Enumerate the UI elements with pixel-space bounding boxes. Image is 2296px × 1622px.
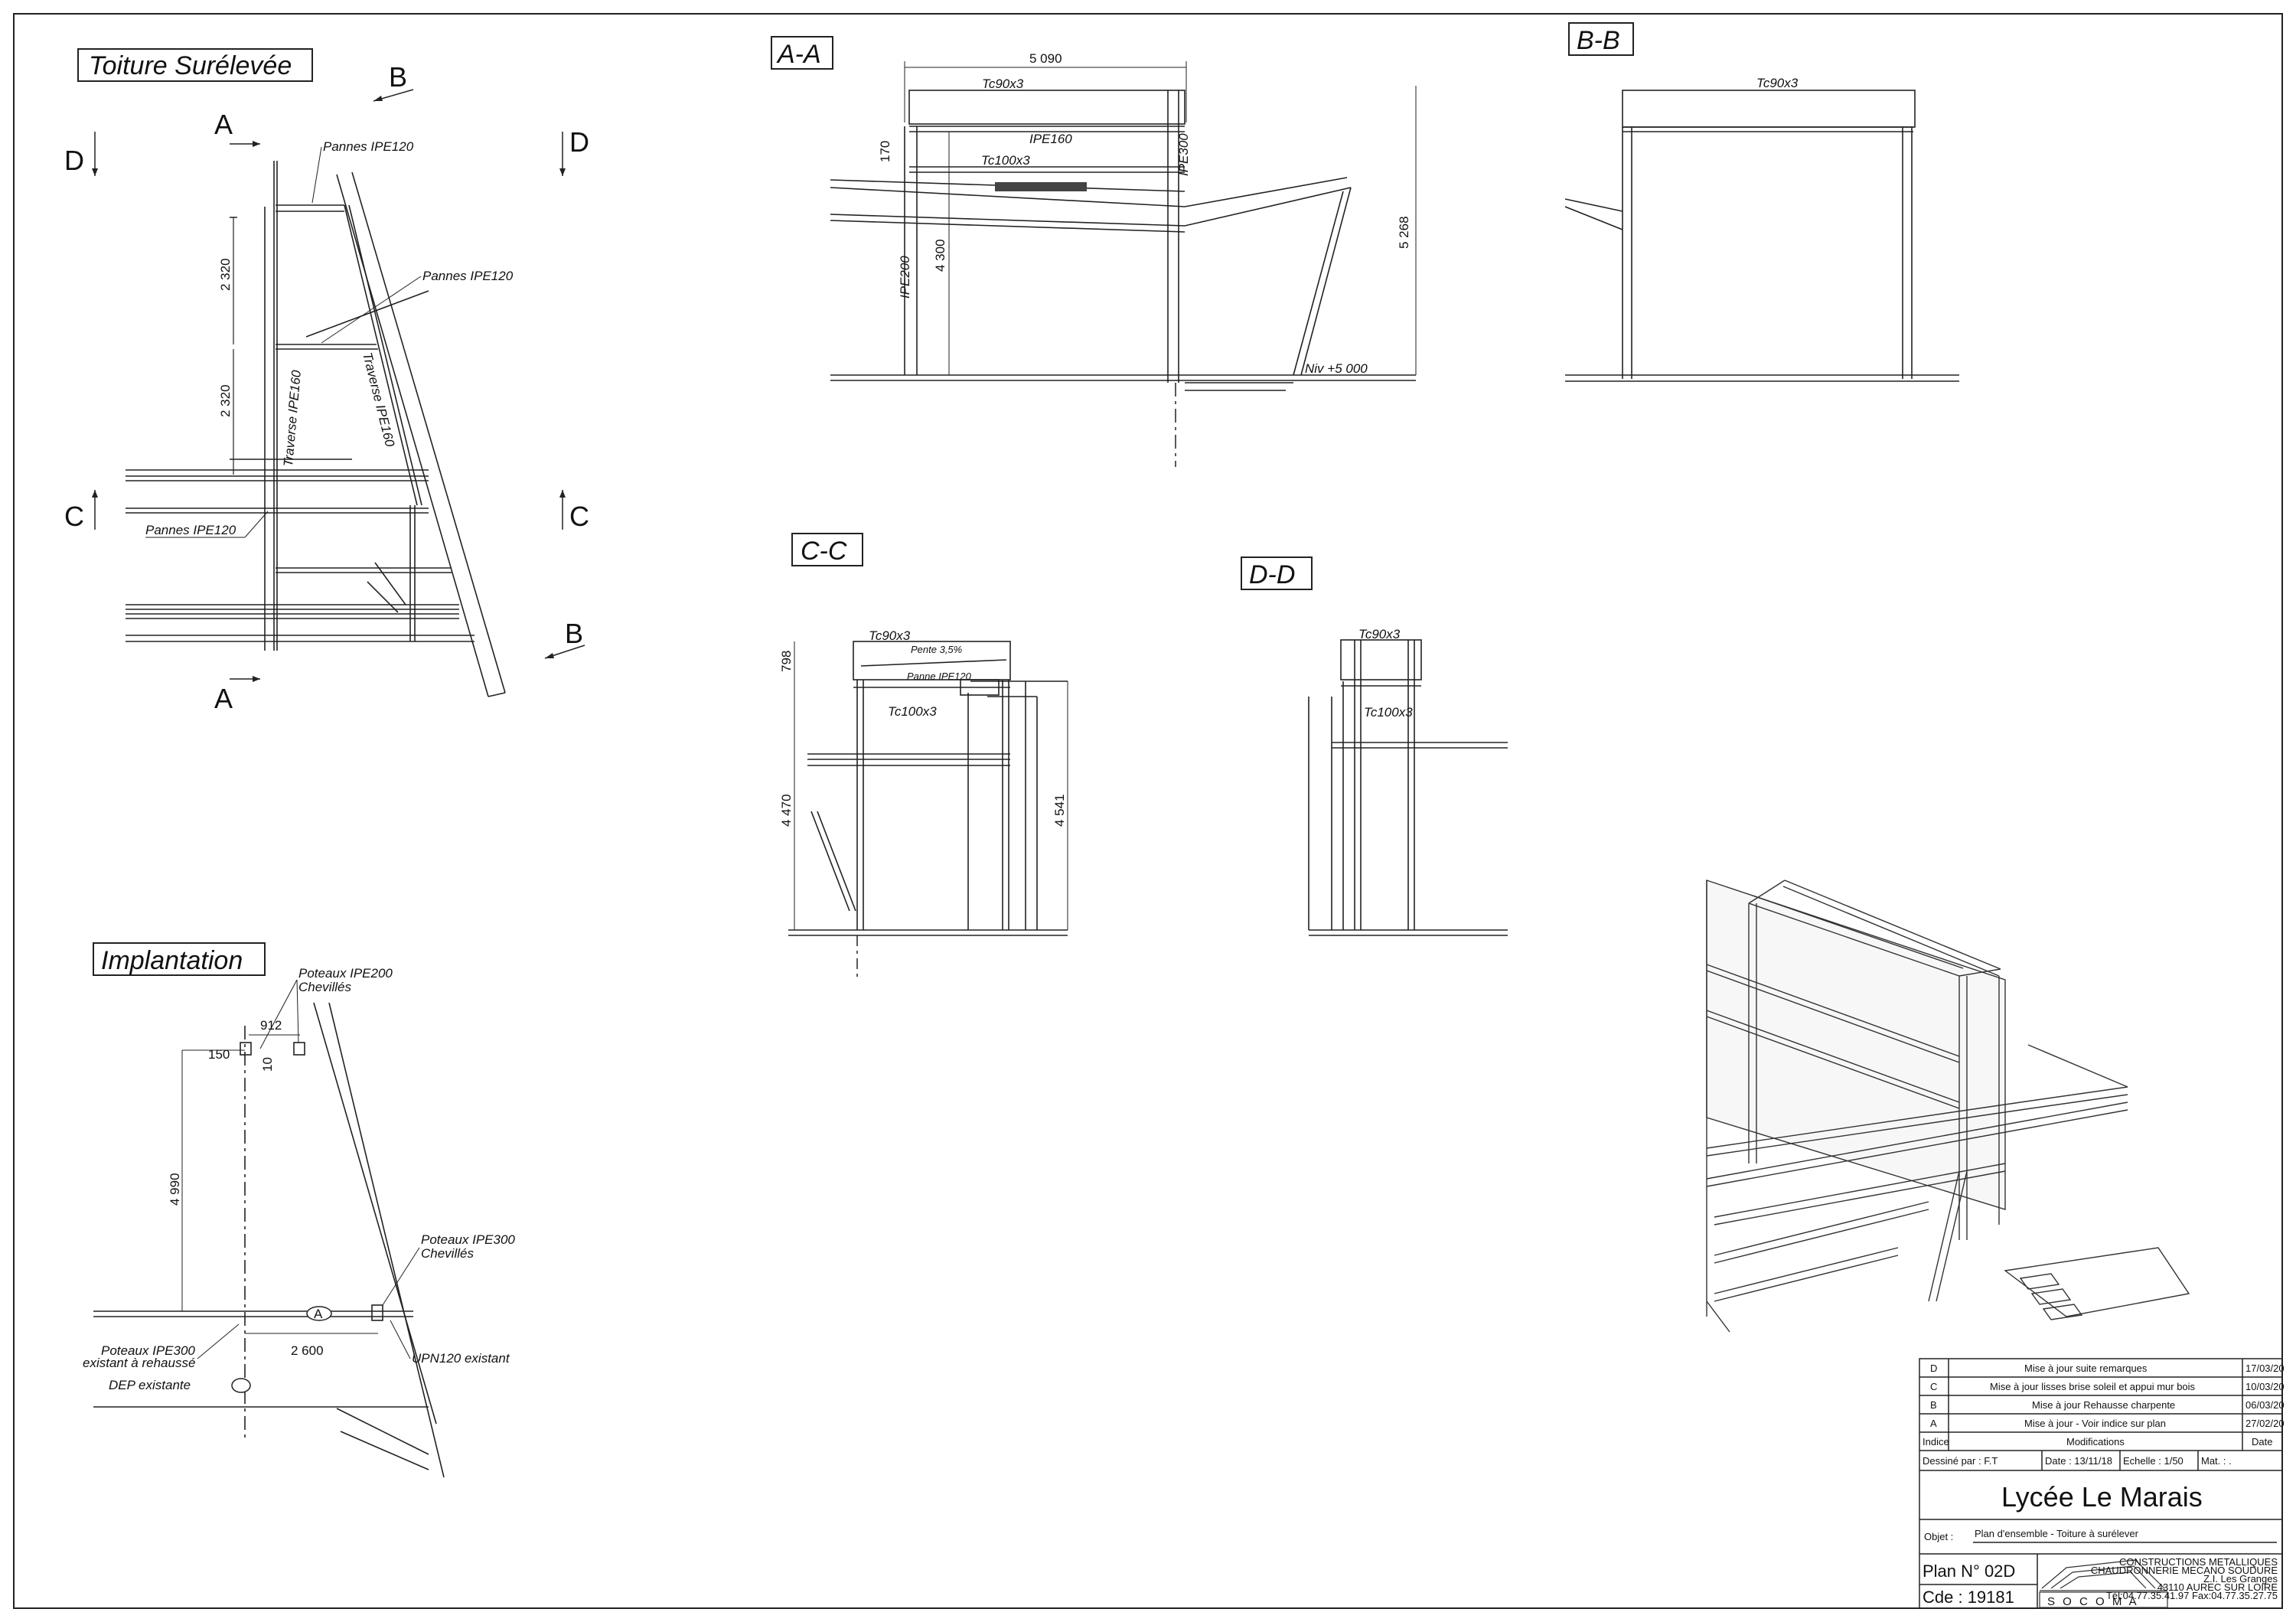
dd-label-tc100: Tc100x3	[1364, 705, 1413, 720]
aa-label-ipe300: IPE300	[1176, 133, 1191, 176]
implantation-title: Implantation	[101, 946, 243, 975]
cut-label-c-left: C	[64, 501, 84, 532]
aa-title: A-A	[776, 40, 821, 69]
plan-number: Plan N° 02D	[1923, 1562, 2015, 1581]
company-line-1: CHAUDRONNERIE MECANO SOUDURE	[2091, 1565, 2278, 1576]
cut-label-b-bottom: B	[565, 618, 583, 649]
impl-dim-2600: 2 600	[291, 1343, 324, 1358]
plan-view: Toiture Surélevée A B D D C C B A	[64, 48, 589, 714]
aa-dim-col: 4 300	[933, 239, 947, 272]
company-line-0: CONSTRUCTIONS METALLIQUES	[2119, 1556, 2278, 1568]
impl-dim-10: 10	[260, 1057, 275, 1072]
rev-index-1: C	[1930, 1381, 1937, 1392]
section-bb: B-B Tc90x3	[1564, 22, 1959, 382]
sheet-border	[13, 13, 2283, 1609]
bb-title: B-B	[1577, 26, 1620, 55]
object-label: Objet :	[1924, 1531, 1953, 1542]
aa-dim-top: 170	[878, 141, 892, 162]
aa-label-ipe200: IPE200	[898, 256, 912, 299]
aa-dim-height: 5 268	[1397, 216, 1411, 249]
title-block: D Mise à jour suite remarques 17/03/20 C…	[1919, 1358, 2285, 1609]
bb-label-tc90: Tc90x3	[1756, 76, 1799, 90]
dd-title: D-D	[1249, 560, 1295, 589]
section-cc: C-C Tc90x3 Pente 3,5% Panne IPE120 Tc100…	[779, 533, 1068, 980]
rev-text-3: Mise à jour - Voir indice sur plan	[2024, 1418, 2166, 1429]
rev-index-3: A	[1930, 1418, 1937, 1429]
order-number: Cde : 19181	[1923, 1588, 2014, 1607]
impl-label-existant-2: existant à rehaussé	[83, 1356, 195, 1370]
plan-label-pannes-3: Pannes IPE120	[145, 523, 236, 537]
company-line-2: Z.I. Les Granges	[2203, 1573, 2278, 1584]
impl-marker-a: A	[314, 1307, 323, 1321]
plan-label-pannes-2: Pannes IPE120	[422, 269, 514, 283]
cut-label-d-left: D	[64, 145, 84, 176]
cc-title: C-C	[801, 537, 847, 566]
company-line-4: Tél:04.77.35.41.97 Fax:04.77.35.27.75	[2106, 1590, 2278, 1601]
impl-label-upn: UPN120 existant	[412, 1351, 510, 1366]
company-line-3: 43110 AUREC SUR LOIRE	[2157, 1581, 2278, 1593]
cc-dim-right: 4 541	[1052, 794, 1067, 827]
cc-dim-left: 4 470	[779, 794, 794, 827]
drawn-by: Dessiné par : F.T	[1923, 1455, 1998, 1467]
project-name: Lycée Le Marais	[2001, 1481, 2203, 1513]
aa-label-tc90: Tc90x3	[982, 77, 1024, 91]
company-name: S O C O M A	[2047, 1595, 2139, 1608]
cc-dim-left-top: 798	[779, 651, 794, 672]
hdr-modifications: Modifications	[2066, 1436, 2125, 1447]
plan-label-traverse-1: Traverse IPE160	[281, 369, 304, 467]
rev-text-0: Mise à jour suite remarques	[2024, 1363, 2148, 1374]
section-aa: A-A 5 090 Tc90x3 170 4 300 5 268 IPE160 …	[771, 36, 1417, 467]
drawing-material: Mat. : .	[2201, 1455, 2232, 1467]
aa-label-level: Niv +5 000	[1305, 361, 1368, 376]
rev-index-0: D	[1930, 1363, 1937, 1374]
company-logo	[2039, 1559, 2168, 1608]
cut-label-c-right: C	[569, 501, 589, 532]
rev-date-0: 17/03/20	[2245, 1363, 2285, 1374]
isometric-view	[1703, 873, 2200, 1333]
impl-label-chevilles-1: Chevillés	[298, 980, 351, 994]
rev-text-2: Mise à jour Rehausse charpente	[2032, 1399, 2175, 1411]
cut-label-a-bottom: A	[214, 683, 233, 714]
section-dd: D-D Tc90x3 Tc100x3	[1241, 556, 1508, 936]
impl-label-existant-1: Poteaux IPE300	[101, 1343, 195, 1358]
hdr-indice: Indice	[1923, 1436, 1949, 1447]
cc-label-tc90: Tc90x3	[869, 628, 911, 643]
rev-index-2: B	[1930, 1399, 1937, 1411]
cc-label-tc100: Tc100x3	[888, 704, 937, 719]
impl-label-poteaux-300: Poteaux IPE300	[421, 1232, 515, 1247]
rev-text-1: Mise à jour lisses brise soleil et appui…	[1990, 1381, 2196, 1392]
aa-dim-width: 5 090	[1029, 51, 1062, 66]
hdr-date: Date	[2252, 1436, 2272, 1447]
rev-date-3: 27/02/20	[2245, 1418, 2285, 1429]
cut-label-b-top: B	[389, 61, 407, 93]
aa-label-tc100: Tc100x3	[981, 153, 1030, 168]
cut-label-a-top: A	[214, 109, 233, 140]
impl-label-poteaux-200: Poteaux IPE200	[298, 966, 393, 981]
plan-label-pannes-1: Pannes IPE120	[323, 139, 414, 154]
drawing-scale: Echelle : 1/50	[2123, 1455, 2183, 1467]
implantation-view: Implantation Poteaux IPE200 Chevillés 91…	[83, 942, 515, 1478]
rev-date-2: 06/03/20	[2245, 1399, 2285, 1411]
impl-label-chevilles-2: Chevillés	[421, 1246, 474, 1261]
dd-label-tc90: Tc90x3	[1358, 627, 1401, 641]
cut-label-d-right: D	[569, 126, 589, 158]
plan-dim-1: 2 320	[218, 258, 233, 291]
impl-dim-150: 150	[208, 1047, 230, 1062]
plan-dim-2: 2 320	[218, 384, 233, 417]
impl-dim-912: 912	[260, 1018, 282, 1033]
drawing-date: Date : 13/11/18	[2045, 1455, 2112, 1467]
cc-label-pente: Pente 3,5%	[911, 644, 962, 655]
aa-label-ipe160: IPE160	[1029, 132, 1072, 146]
impl-label-dep: DEP existante	[109, 1378, 191, 1392]
object-value: Plan d'ensemble - Toiture à surélever	[1975, 1528, 2139, 1539]
rev-date-1: 10/03/20	[2245, 1381, 2285, 1392]
impl-dim-4990: 4 990	[168, 1173, 182, 1206]
plan-title: Toiture Surélevée	[89, 51, 292, 80]
